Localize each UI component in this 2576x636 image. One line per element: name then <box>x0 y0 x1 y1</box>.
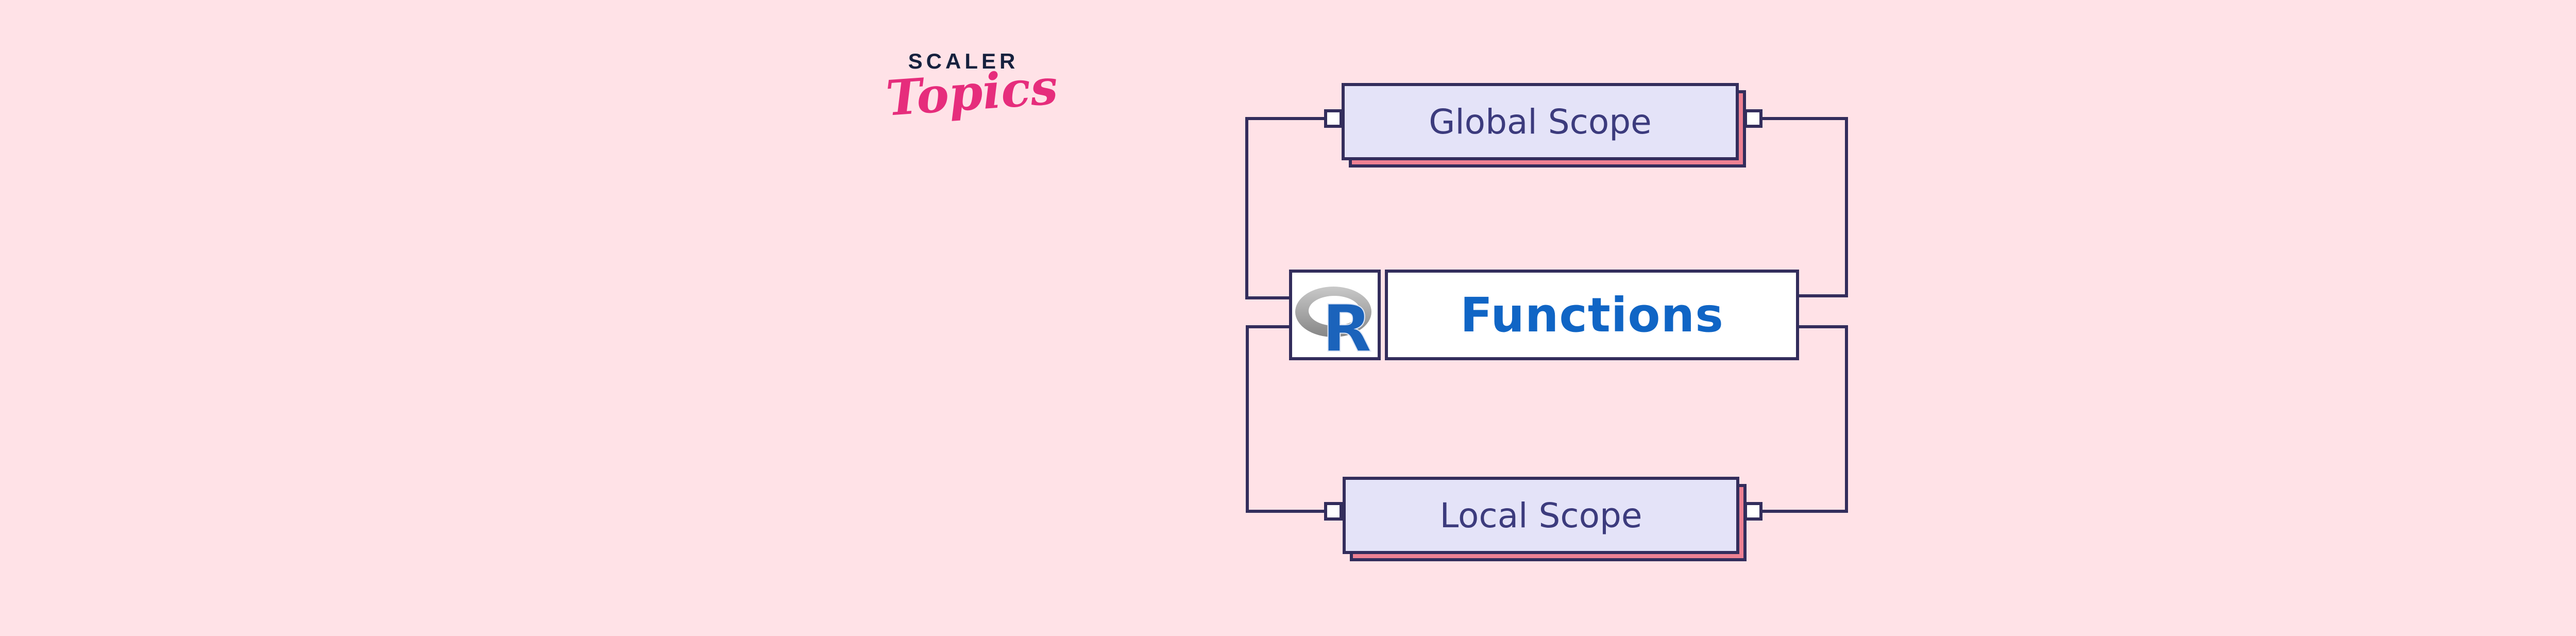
global-scope-label: Global Scope <box>1429 102 1652 142</box>
r-language-logo-icon: R <box>1295 287 1372 357</box>
functions-label: Functions <box>1460 287 1724 343</box>
local-scope-node: Local Scope <box>1343 477 1747 561</box>
brand-name: SCALER <box>908 49 1019 73</box>
port-global-right <box>1744 109 1762 128</box>
r-letter: R <box>1322 291 1372 357</box>
connector-top-right <box>1761 117 1848 297</box>
functions-box: Functions <box>1385 270 1799 360</box>
port-local-left <box>1324 502 1343 521</box>
port-global-left <box>1324 109 1343 128</box>
connector-bottom-right <box>1743 325 1848 513</box>
r-logo-box: R <box>1289 270 1381 360</box>
local-scope-box: Local Scope <box>1343 477 1739 554</box>
global-scope-box: Global Scope <box>1342 83 1739 160</box>
connector-bottom-left <box>1246 325 1325 513</box>
scaler-topics-logo: SCALER Topics <box>884 49 1059 127</box>
global-scope-node: Global Scope <box>1342 83 1746 168</box>
connector-top-left <box>1245 117 1324 299</box>
port-local-right <box>1744 502 1762 521</box>
local-scope-label: Local Scope <box>1439 495 1642 535</box>
